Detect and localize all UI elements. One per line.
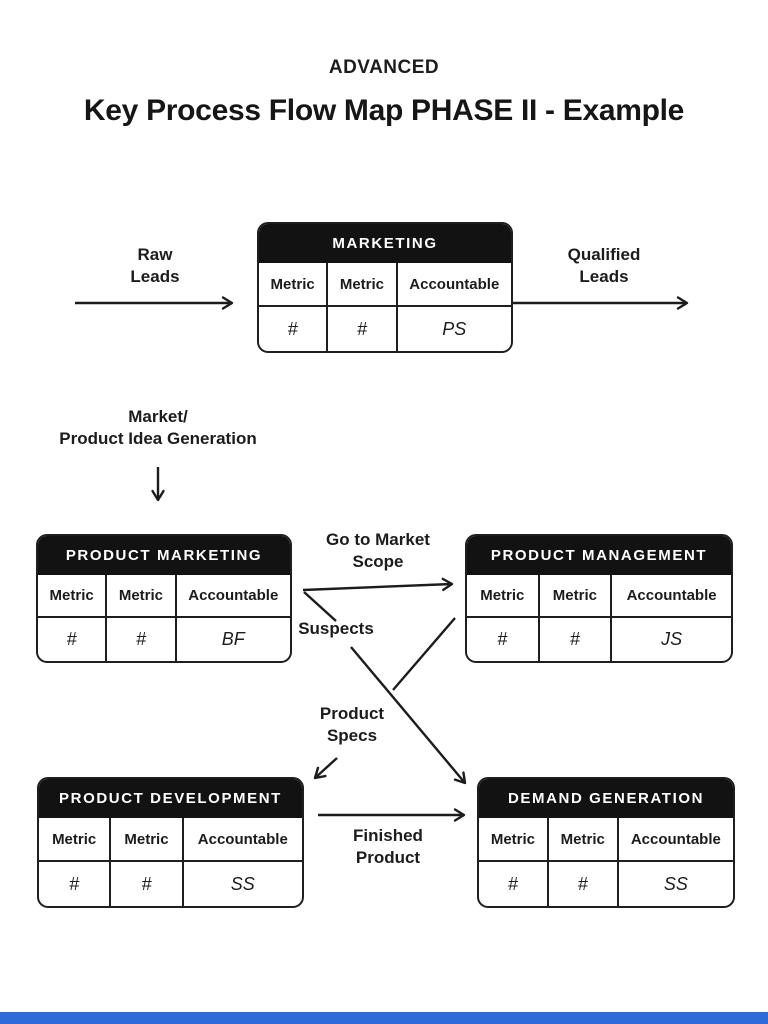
cell-value: # <box>38 618 108 661</box>
table-grid: Metric Metric Accountable # # SS <box>479 818 733 906</box>
column-header: Metric <box>39 818 112 862</box>
cell-value: # <box>259 307 329 351</box>
bottom-accent-bar <box>0 1012 768 1024</box>
table-title: PRODUCT MARKETING <box>38 536 290 575</box>
label-line: Leads <box>579 267 629 286</box>
label-line: Leads <box>130 267 180 286</box>
label-line: Go to Market <box>326 530 430 549</box>
table-marketing: MARKETING Metric Metric Accountable # # … <box>257 222 513 353</box>
column-header: Metric <box>539 575 613 618</box>
cell-value: # <box>39 862 112 906</box>
arrow-go-to-market <box>302 577 454 592</box>
cell-value: SS <box>230 873 255 894</box>
label-line: Qualified <box>567 245 641 264</box>
cell-value: # <box>111 862 184 906</box>
label-line: Raw <box>137 245 173 264</box>
column-header: Metric <box>107 575 177 618</box>
arrow-product-specs-upper-segment <box>392 617 456 691</box>
table-product-development: PRODUCT DEVELOPMENT Metric Metric Accoun… <box>37 777 304 908</box>
label-line: Suspects <box>298 619 374 638</box>
column-header: Metric <box>467 575 540 618</box>
label-line: Specs <box>326 726 378 745</box>
cell-value: # <box>467 618 540 661</box>
cell-value: # <box>107 618 177 661</box>
column-header: Accountable <box>618 818 733 862</box>
label-finished-product: Finished Product <box>328 825 448 869</box>
cell-value: # <box>328 307 398 351</box>
cell-value: # <box>479 862 549 906</box>
label-line: Product <box>319 704 385 723</box>
column-header: Accountable <box>183 818 302 862</box>
arrow-suspects-upper-segment <box>303 591 337 622</box>
table-title: PRODUCT DEVELOPMENT <box>39 779 302 818</box>
label-line: Finished <box>353 826 423 845</box>
label-go-to-market: Go to Market Scope <box>300 529 456 573</box>
cell-value: PS <box>442 318 467 339</box>
label-product-specs: Product Specs <box>302 703 402 747</box>
table-title: DEMAND GENERATION <box>479 779 733 818</box>
table-product-marketing: PRODUCT MARKETING Metric Metric Accounta… <box>36 534 292 663</box>
column-header: Accountable <box>397 263 511 307</box>
table-grid: Metric Metric Accountable # # JS <box>467 575 731 661</box>
table-title: PRODUCT MANAGEMENT <box>467 536 731 575</box>
arrow-product-specs-to-product-development <box>313 757 338 780</box>
cell-value: # <box>549 862 619 906</box>
column-header: Metric <box>328 263 398 307</box>
column-header: Accountable <box>176 575 290 618</box>
table-product-management: PRODUCT MANAGEMENT Metric Metric Account… <box>465 534 733 663</box>
page-title: Key Process Flow Map PHASE II - Example <box>83 94 685 127</box>
table-demand-generation: DEMAND GENERATION Metric Metric Accounta… <box>477 777 735 908</box>
cell-value: SS <box>663 873 688 894</box>
column-header: Metric <box>259 263 329 307</box>
label-line: Product <box>355 848 421 867</box>
column-header: Metric <box>479 818 549 862</box>
cell-value: JS <box>661 629 683 649</box>
column-header: Accountable <box>612 575 731 618</box>
cell-value: # <box>540 618 613 661</box>
table-title: MARKETING <box>259 224 511 263</box>
table-grid: Metric Metric Accountable # # BF <box>38 575 290 661</box>
column-header: Metric <box>548 818 619 862</box>
label-line: Product Idea Generation <box>59 429 257 448</box>
table-grid: Metric Metric Accountable # # SS <box>39 818 302 906</box>
table-grid: Metric Metric Accountable # # PS <box>259 263 511 351</box>
label-raw-leads: Raw Leads <box>95 244 215 288</box>
label-suspects: Suspects <box>296 618 376 640</box>
label-idea-generation: Market/ Product Idea Generation <box>20 406 296 450</box>
column-header: Metric <box>111 818 184 862</box>
label-line: Market/ <box>128 407 188 426</box>
kicker-label: ADVANCED <box>328 57 440 78</box>
label-qualified-leads: Qualified Leads <box>534 244 674 288</box>
column-header: Metric <box>38 575 108 618</box>
label-line: Scope <box>352 552 404 571</box>
cell-value: BF <box>221 629 245 649</box>
